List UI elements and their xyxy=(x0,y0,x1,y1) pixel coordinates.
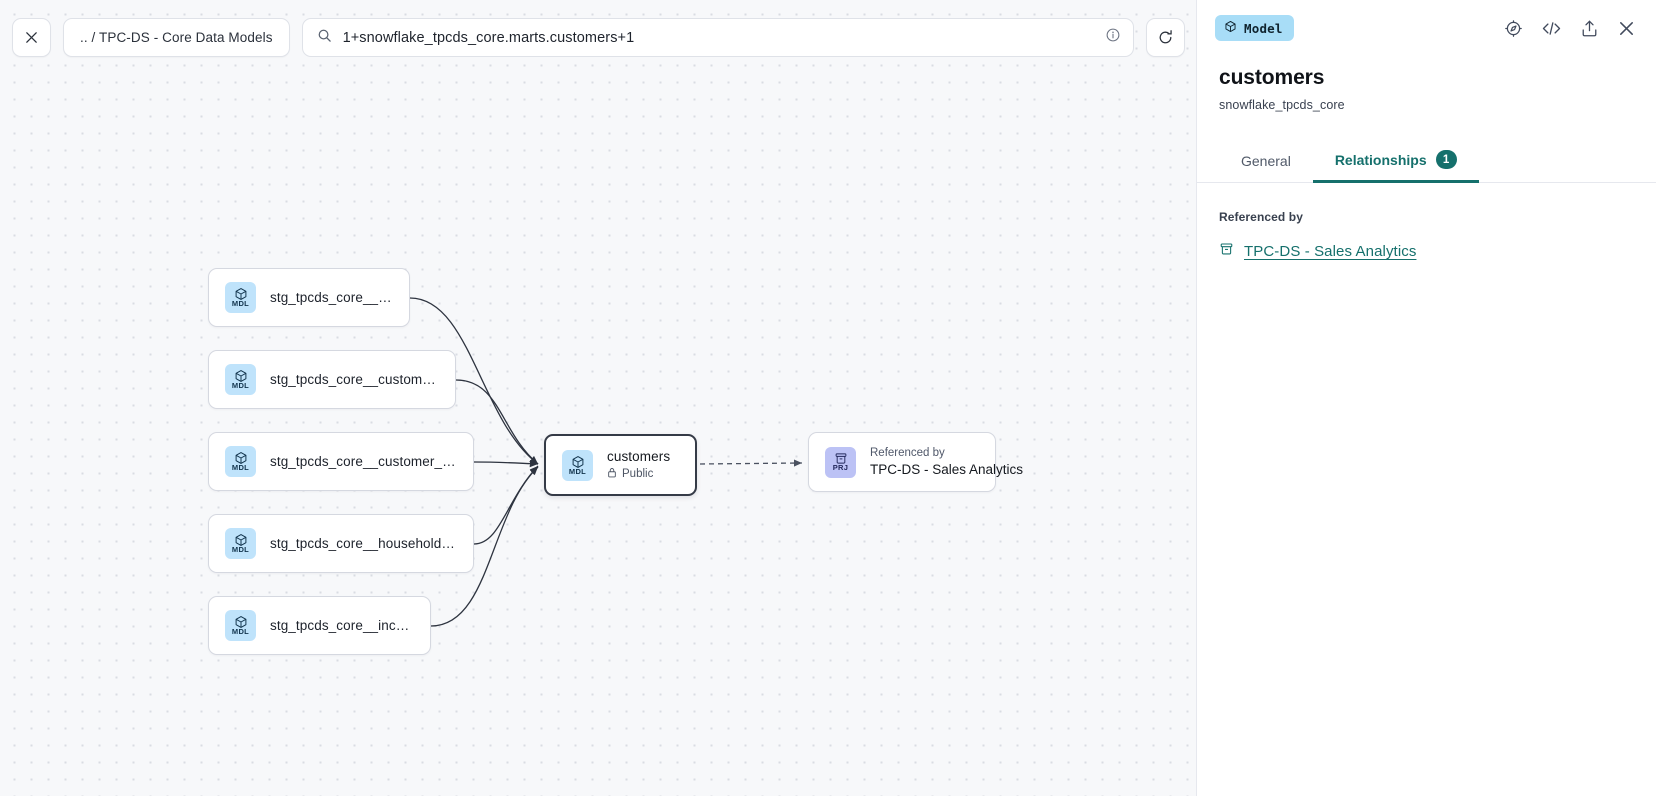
badge-label: MDL xyxy=(231,545,250,554)
list-item[interactable]: TPC-DS - Sales Analytics xyxy=(1219,242,1634,261)
model-type-badge: MDL xyxy=(225,446,256,477)
close-lineage-button[interactable] xyxy=(12,18,51,57)
lineage-nodes: MDL stg_tpcds_core__customer MDL stg_tpc… xyxy=(208,268,1024,655)
tab-label: General xyxy=(1241,153,1291,169)
close-panel-icon[interactable] xyxy=(1617,19,1636,38)
lineage-node[interactable]: MDL stg_tpcds_core__household_demogr… xyxy=(208,514,474,573)
compass-icon[interactable] xyxy=(1504,19,1523,38)
panel-actions xyxy=(1504,19,1636,38)
page-title: customers xyxy=(1219,66,1325,89)
node-label: TPC-DS - Sales Analytics xyxy=(870,462,1024,477)
badge-label: MDL xyxy=(231,381,250,390)
tab-general[interactable]: General xyxy=(1219,145,1313,183)
model-type-badge: MDL xyxy=(225,364,256,395)
tab-relationships[interactable]: Relationships 1 xyxy=(1312,142,1479,183)
page-subtitle: snowflake_tpcds_core xyxy=(1219,98,1345,112)
node-label: stg_tpcds_core__income_band xyxy=(270,618,414,633)
node-label: stg_tpcds_core__customer_address xyxy=(270,372,439,387)
node-label: customers xyxy=(607,449,671,464)
model-type-badge: MDL xyxy=(225,528,256,559)
details-panel: Model xyxy=(1196,0,1656,796)
node-label: stg_tpcds_core__household_demogr… xyxy=(270,536,457,551)
lineage-canvas[interactable]: .. / TPC-DS - Core Data Models 1+snowfla… xyxy=(0,0,1196,796)
model-type-badge: MDL xyxy=(225,610,256,641)
node-label: stg_tpcds_core__customer_demogra… xyxy=(270,454,457,469)
badge-label: MDL xyxy=(231,463,250,472)
lock-icon xyxy=(607,467,617,481)
lineage-node[interactable]: MDL stg_tpcds_core__customer_demogra… xyxy=(208,432,474,491)
lineage-node[interactable]: MDL stg_tpcds_core__customer xyxy=(208,268,410,327)
badge-label: PRJ xyxy=(832,463,849,472)
badge-label: MDL xyxy=(231,627,250,636)
info-icon[interactable] xyxy=(1105,27,1121,48)
node-label: stg_tpcds_core__customer xyxy=(270,290,393,305)
lineage-node[interactable]: MDL stg_tpcds_core__customer_address xyxy=(208,350,456,409)
search-input-value[interactable]: 1+snowflake_tpcds_core.marts.customers+1 xyxy=(342,29,635,46)
refresh-button[interactable] xyxy=(1145,18,1185,57)
asset-type-chip[interactable]: Model xyxy=(1215,15,1294,41)
badge-label: MDL xyxy=(231,299,250,308)
section-label-referenced-by: Referenced by xyxy=(1219,210,1303,224)
details-panel-body: Referenced by TPC-DS - Sales Analytics xyxy=(1197,183,1656,261)
cube-icon xyxy=(1224,20,1237,36)
breadcrumb-label: .. / TPC-DS - Core Data Models xyxy=(80,30,273,45)
details-panel-toolbar: Model xyxy=(1197,0,1656,56)
close-icon xyxy=(24,30,39,45)
model-type-badge: MDL xyxy=(225,282,256,313)
tab-label: Relationships xyxy=(1334,151,1427,168)
badge-label: MDL xyxy=(568,466,587,476)
model-type-badge: MDL xyxy=(562,449,593,481)
breadcrumb[interactable]: .. / TPC-DS - Core Data Models xyxy=(63,18,290,57)
lineage-node-focused[interactable]: MDL customers Public xyxy=(544,434,697,496)
tab-count-badge: 1 xyxy=(1435,150,1457,169)
lineage-search-input[interactable]: 1+snowflake_tpcds_core.marts.customers+1 xyxy=(301,18,1134,57)
lineage-node-downstream[interactable]: PRJ Referenced by TPC-DS - Sales Analyti… xyxy=(808,432,1024,492)
details-panel-header: customers snowflake_tpcds_core xyxy=(1197,56,1656,112)
node-access-label: Public xyxy=(622,468,654,480)
share-icon[interactable] xyxy=(1580,19,1599,38)
lineage-node[interactable]: MDL stg_tpcds_core__income_band xyxy=(208,596,431,655)
node-access: Public xyxy=(607,467,670,481)
project-type-badge: PRJ xyxy=(825,446,856,478)
node-relation-label: Referenced by xyxy=(870,447,945,459)
refresh-icon xyxy=(1157,29,1174,46)
code-icon[interactable] xyxy=(1541,19,1562,38)
details-tabs: General Relationships 1 xyxy=(1197,142,1656,183)
canvas-toolbar: .. / TPC-DS - Core Data Models 1+snowfla… xyxy=(12,18,1185,57)
asset-type-label: Model xyxy=(1244,20,1283,36)
project-icon xyxy=(1219,242,1234,261)
search-icon xyxy=(317,28,332,48)
referenced-by-link[interactable]: TPC-DS - Sales Analytics xyxy=(1244,243,1417,260)
